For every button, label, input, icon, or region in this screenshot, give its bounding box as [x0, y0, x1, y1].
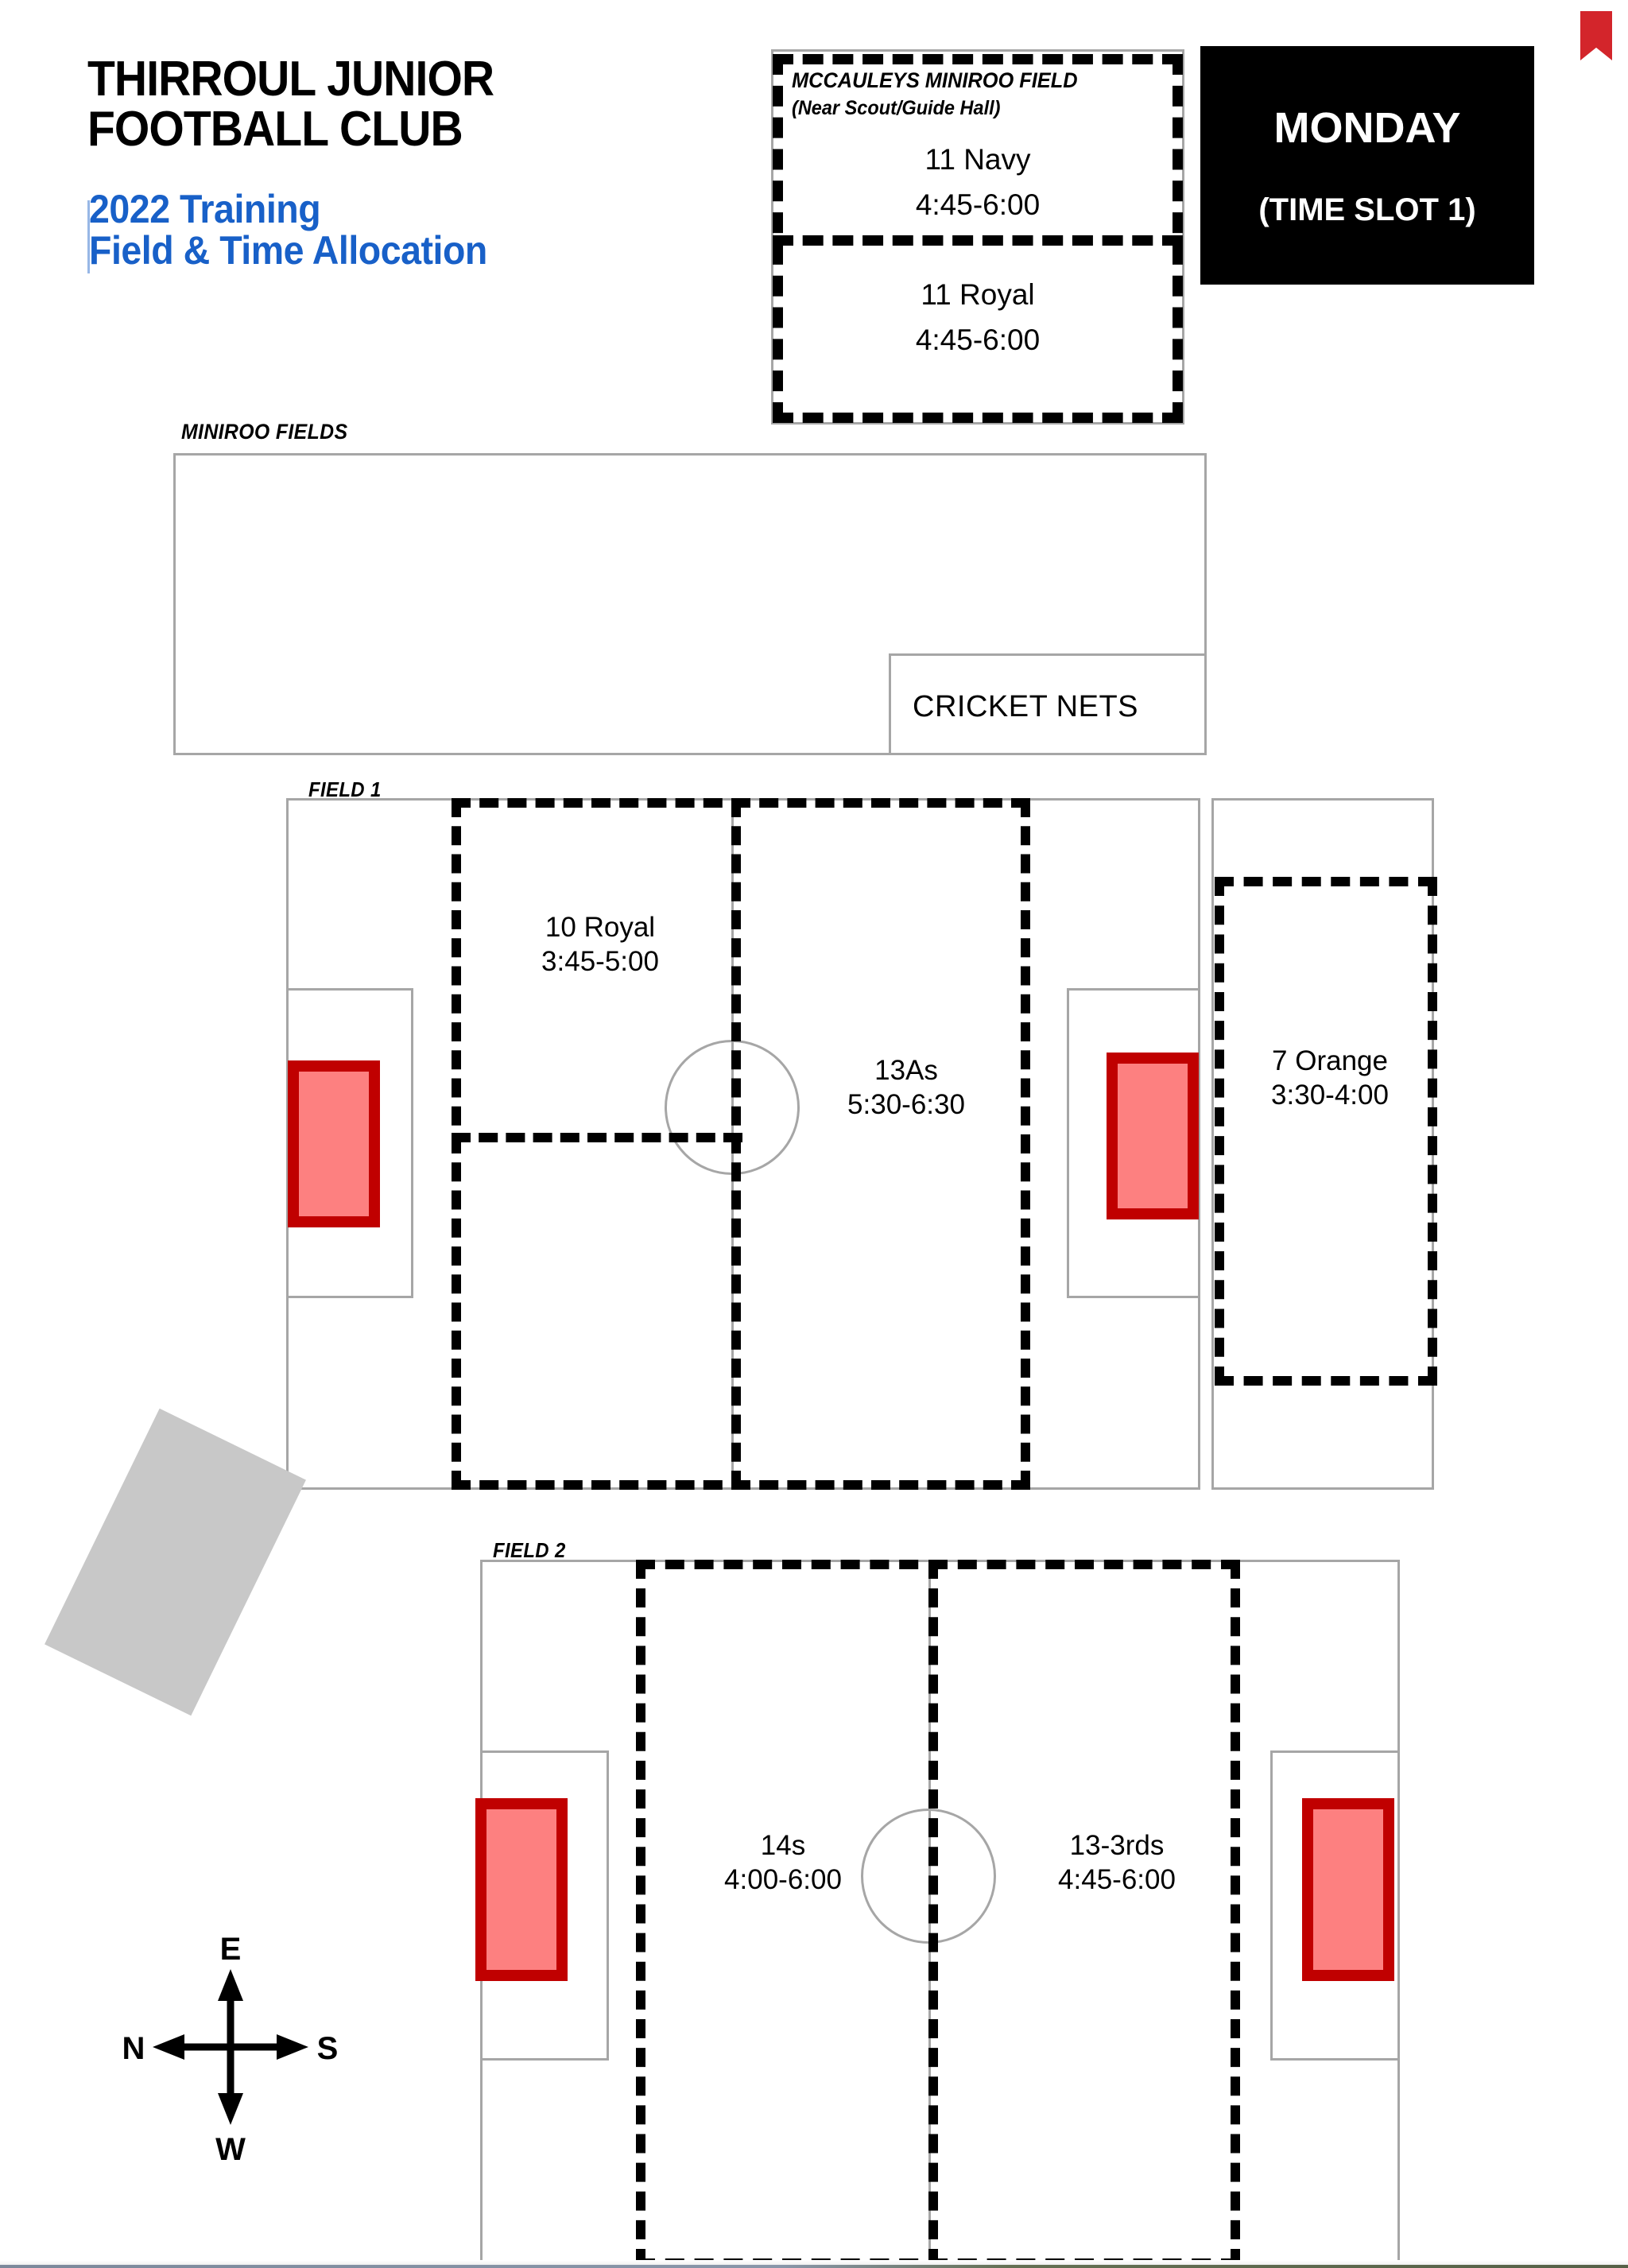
field-1-zone-3-team: 7 Orange [1272, 1045, 1388, 1076]
club-name-line1: THIRROUL JUNIOR [87, 52, 494, 107]
field-1-zone-1-team: 10 Royal [545, 912, 656, 943]
compass-rose: E W N S [111, 1928, 350, 2167]
subtitle-line1: 2022 Training [89, 187, 321, 231]
field-2-penalty-box-right [1270, 1750, 1400, 2061]
field-2-zone-2: 13-3rds 4:45-6:00 [986, 1828, 1248, 1898]
mccauleys-dashed-boundary [773, 54, 1183, 423]
page-bottom-rule [0, 2265, 1628, 2268]
field-1-zone-2-time: 5:30-6:30 [847, 1089, 965, 1121]
field-1-penalty-box-left [286, 988, 413, 1298]
club-name-line2: FOOTBALL CLUB [87, 102, 463, 157]
compass-label-left: N [122, 2031, 145, 2066]
mccauleys-slot-2-time: 4:45-6:00 [915, 324, 1041, 357]
page-bottom-edge [0, 2260, 1628, 2268]
field-1-goal-right [1107, 1053, 1199, 1219]
day-label: MONDAY [1273, 103, 1461, 152]
field-2-zone-1: 14s 4:00-6:00 [644, 1828, 922, 1898]
field-1-zone-1: 10 Royal 3:45-5:00 [469, 910, 731, 979]
mccauleys-miniroo-field: MCCAULEYS MINIROO FIELD (Near Scout/Guid… [771, 49, 1184, 425]
field-1-zone-divider-horizontal [452, 1133, 742, 1142]
field-1-training-zone-outline [452, 798, 1030, 1490]
text-caret-artifact [87, 200, 90, 273]
miniroo-fields-boundary [173, 453, 1207, 755]
field-1-goal-left [288, 1060, 380, 1227]
field-1-label: FIELD 1 [308, 777, 382, 801]
clubhouse-building [45, 1408, 306, 1716]
cricket-nets-boundary [889, 653, 1207, 755]
compass-label-up: E [220, 1932, 242, 1967]
miniroo-fields-label: MINIROO FIELDS [181, 420, 348, 444]
field-2-zone-1-team: 14s [760, 1830, 806, 1861]
compass-label-down: W [215, 2132, 246, 2166]
field-1-penalty-box-right [1067, 988, 1200, 1298]
field-2-goal-left [475, 1798, 568, 1981]
field-1-zone-3-time: 3:30-4:00 [1271, 1080, 1389, 1111]
compass-label-right: S [317, 2031, 339, 2066]
mccauleys-outline [771, 49, 1184, 425]
mccauleys-slot-2-team: 11 Royal [921, 278, 1035, 311]
time-slot-label: (TIME SLOT 1) [1258, 192, 1476, 227]
field-1-zone-divider-vertical [731, 798, 741, 1490]
field-2-zone-2-team: 13-3rds [1069, 1830, 1165, 1861]
mccauleys-subtitle: (Near Scout/Guide Hall) [792, 96, 1001, 119]
subtitle-line2: Field & Time Allocation [89, 228, 487, 273]
field-1-zone-2: 13As 5:30-6:30 [779, 1053, 1033, 1122]
mccauleys-slot-1-time: 4:45-6:00 [915, 188, 1041, 222]
field-1-zone-3: 7 Orange 3:30-4:00 [1231, 1044, 1429, 1113]
field-1-zone-1-time: 3:45-5:00 [541, 946, 659, 978]
mccauleys-title: MCCAULEYS MINIROO FIELD [792, 68, 1078, 92]
field-2-training-zone-outline [636, 1560, 1240, 2268]
mccauleys-heading: MCCAULEYS MINIROO FIELD (Near Scout/Guid… [792, 67, 1143, 122]
mccauleys-slot-1-team: 11 Navy [924, 143, 1031, 176]
page-title: THIRROUL JUNIOR FOOTBALL CLUB [87, 52, 658, 157]
bookmark-icon [1580, 11, 1612, 60]
field-2-zone-2-time: 4:45-6:00 [1058, 1864, 1176, 1896]
day-panel: MONDAY (TIME SLOT 1) [1200, 46, 1534, 285]
field-2-label: FIELD 2 [493, 1538, 566, 1562]
mccauleys-divider [773, 235, 1183, 246]
mccauleys-slot-2: 11 Royal 4:45-6:00 [771, 272, 1184, 363]
field-2-goal-right [1302, 1798, 1394, 1981]
field-2-zone-divider-vertical [928, 1560, 938, 2268]
field-1-zone-2-team: 13As [874, 1055, 938, 1086]
field-2-zone-1-time: 4:00-6:00 [724, 1864, 842, 1896]
cricket-nets-label: CRICKET NETS [913, 690, 1139, 723]
page-subtitle: 2022 Training Field & Time Allocation [89, 188, 696, 271]
field-1-zone-3-outline [1215, 877, 1437, 1386]
mccauleys-slot-1: 11 Navy 4:45-6:00 [771, 137, 1184, 228]
